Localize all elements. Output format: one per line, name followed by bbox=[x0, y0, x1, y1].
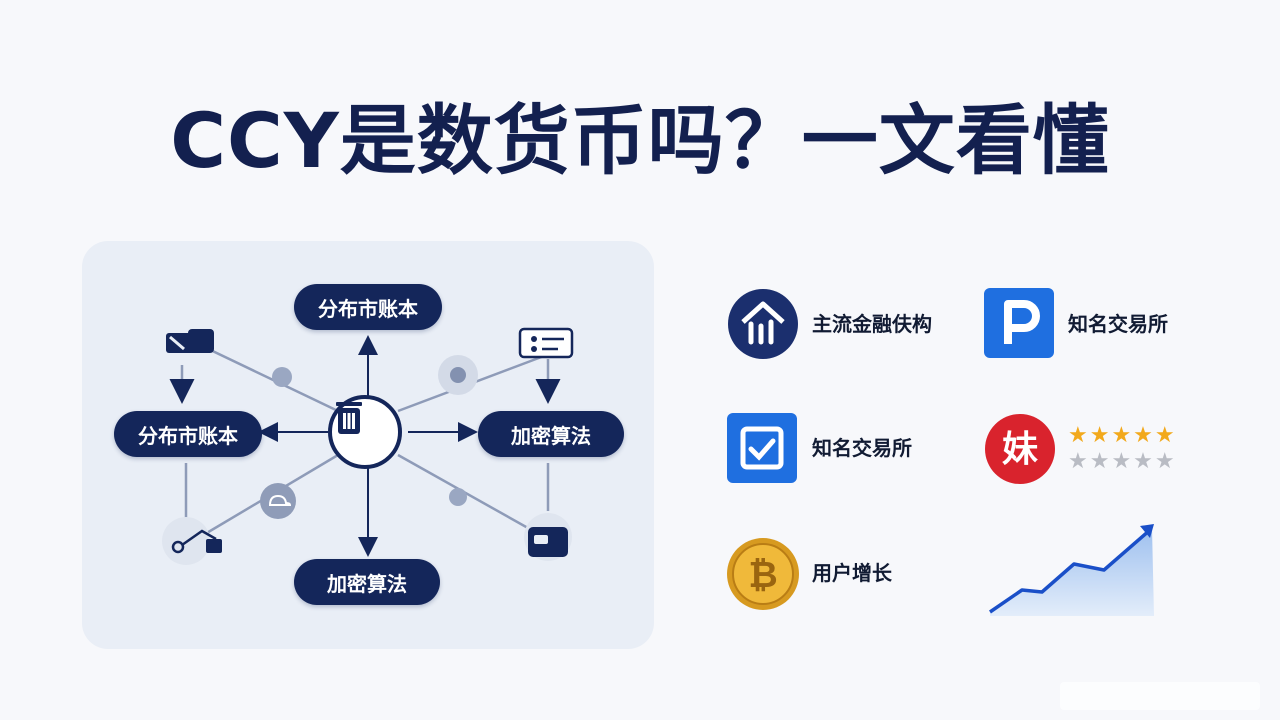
svg-text:₿: ₿ bbox=[748, 555, 777, 596]
growth-chart-icon bbox=[986, 520, 1158, 618]
node-right: 加密算法 bbox=[478, 411, 624, 457]
bank-building-icon bbox=[727, 288, 799, 360]
node-left: 分布市账本 bbox=[114, 411, 262, 457]
camera-icon bbox=[166, 329, 214, 353]
robot-arm-icon bbox=[162, 517, 222, 565]
rating-stars: ★★★★★ bbox=[1068, 423, 1177, 448]
feature-label: 主流金融伕构 bbox=[812, 312, 932, 336]
node-top: 分布市账本 bbox=[294, 284, 442, 330]
watermark bbox=[1060, 682, 1260, 710]
svg-text:妹: 妹 bbox=[1002, 429, 1038, 470]
panel-icon bbox=[518, 327, 574, 359]
parking-p-icon bbox=[984, 288, 1056, 360]
feature-label: 知名交易所 bbox=[1068, 312, 1168, 336]
node-dot bbox=[272, 367, 292, 387]
radio-device-icon bbox=[524, 513, 572, 561]
node-bottom: 加密算法 bbox=[294, 559, 440, 605]
feature-label: 知名交易所 bbox=[812, 436, 912, 460]
bitcoin-coin-icon: ₿ bbox=[726, 537, 799, 610]
node-dot bbox=[449, 488, 467, 506]
checkbox-icon bbox=[727, 413, 799, 485]
network-diagram: 分布市账本 分布市账本 加密算法 加密算法 bbox=[82, 241, 654, 649]
mei-badge-icon: 妹 bbox=[984, 413, 1056, 485]
node-dot bbox=[450, 367, 466, 383]
ledger-hub-icon bbox=[328, 395, 402, 469]
rating-stars-empty: ★★★★★ bbox=[1068, 449, 1177, 474]
diagram-connectors bbox=[162, 327, 574, 565]
feature-label: 用户增长 bbox=[812, 561, 892, 585]
page-title: CCY是数货币吗？一文看懂 bbox=[170, 96, 1110, 185]
cloud-icon bbox=[260, 483, 296, 519]
